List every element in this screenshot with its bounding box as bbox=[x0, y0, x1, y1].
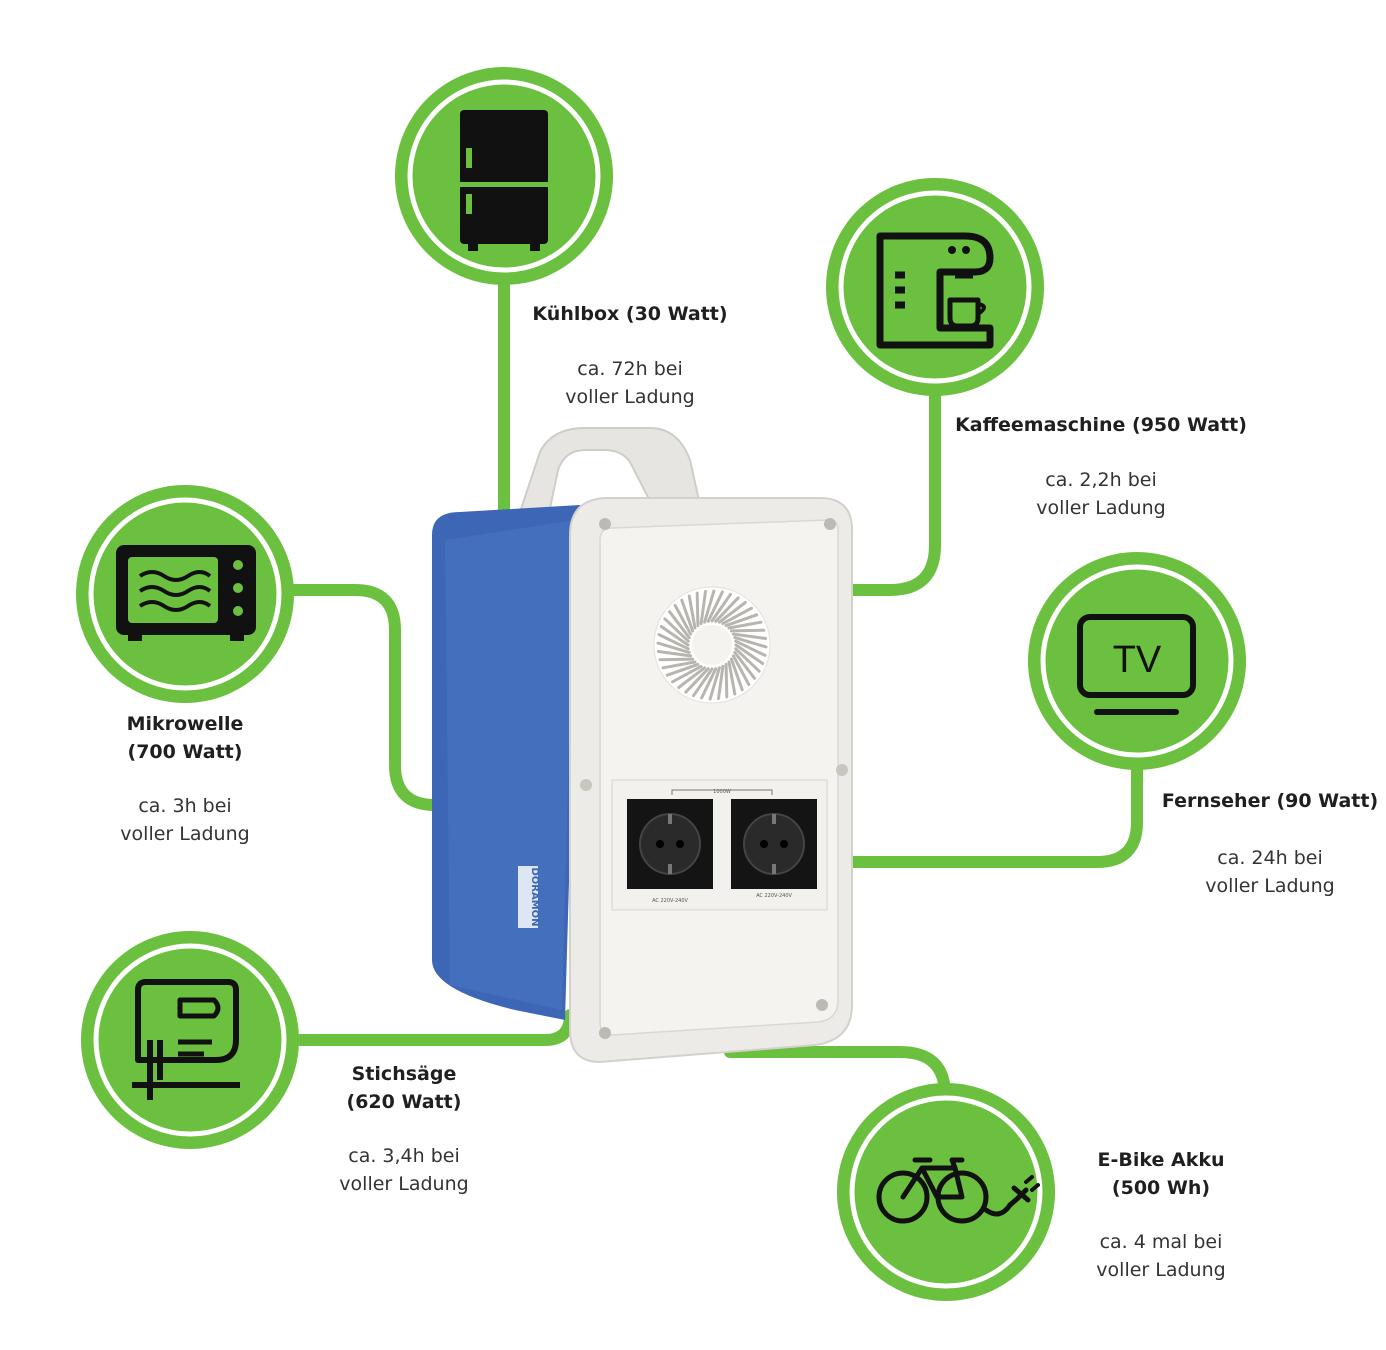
fan-slot bbox=[708, 666, 721, 701]
fan-slot bbox=[734, 643, 765, 665]
svg-text:AC 220V-240V: AC 220V-240V bbox=[756, 893, 792, 899]
label-kaffee-desc: ca. 2,2h bei voller Ladung bbox=[1036, 469, 1166, 519]
fan-slot bbox=[677, 666, 707, 689]
fan-slot bbox=[699, 589, 707, 626]
fan-slot bbox=[724, 613, 759, 628]
fan-slot bbox=[703, 589, 716, 624]
side-brand-label: DORAMON bbox=[518, 866, 540, 928]
connector-fernseher bbox=[839, 754, 1143, 868]
label-mikrowelle-title: Mikrowelle (700 Watt) bbox=[126, 713, 244, 763]
fan-slot bbox=[706, 590, 724, 623]
outlet-area: 1000W AC 220V-240V AC 220V-240V bbox=[611, 779, 828, 911]
label-fernseher-title: Fernseher (90 Watt) bbox=[1161, 790, 1379, 812]
fan-slot bbox=[668, 610, 691, 640]
fan-slot bbox=[661, 660, 697, 670]
fan-slot bbox=[734, 647, 761, 673]
microwave-icon bbox=[116, 545, 256, 641]
fan-slot bbox=[671, 664, 703, 684]
label-stichsaege-desc: ca. 3,4h bei voller Ladung bbox=[339, 1145, 469, 1195]
connector-mikrowelle bbox=[284, 584, 441, 811]
fan-slot bbox=[657, 633, 690, 651]
svg-text:1000W: 1000W bbox=[713, 789, 731, 795]
icon-circle-stichsaege bbox=[81, 931, 299, 1149]
fan-slot bbox=[663, 617, 690, 643]
fan-slot bbox=[717, 664, 725, 701]
label-ebike-title: E-Bike Akku (500 Wh) bbox=[1097, 1149, 1225, 1199]
connector-kaffee bbox=[839, 382, 941, 596]
fan-slot bbox=[733, 636, 768, 649]
connector-lines bbox=[284, 274, 1143, 1101]
svg-text:DORAMON: DORAMON bbox=[529, 867, 540, 926]
fan-grille bbox=[653, 586, 771, 704]
fan-slot bbox=[729, 657, 744, 692]
fan-slot bbox=[665, 662, 700, 677]
jigsaw-icon bbox=[132, 979, 240, 1100]
fan-slot bbox=[729, 628, 766, 633]
fan-slot bbox=[700, 667, 718, 700]
connector-stichsaege bbox=[294, 1009, 576, 1046]
label-stichsaege-title: Stichsäge (620 Watt) bbox=[346, 1063, 462, 1113]
fridge-icon bbox=[460, 110, 548, 251]
fan-slot bbox=[727, 620, 763, 630]
ebike-icon bbox=[876, 1157, 1040, 1224]
icon-circle-fernseher: TV bbox=[1028, 552, 1246, 770]
outlet-right: AC 220V-240V bbox=[731, 799, 817, 899]
fan-slot bbox=[721, 606, 753, 626]
label-ebike-desc: ca. 4 mal bei voller Ladung bbox=[1096, 1231, 1226, 1281]
icon-circle-kuehlbox bbox=[395, 67, 613, 285]
fan-slot bbox=[734, 639, 767, 657]
fan-slot bbox=[684, 667, 710, 694]
fan-slot bbox=[731, 654, 751, 686]
fan-slot bbox=[710, 592, 732, 623]
fan-slot bbox=[724, 662, 729, 699]
svg-text:AC 220V-240V: AC 220V-240V bbox=[652, 898, 688, 904]
label-kaffee-title: Kaffeemaschine (950 Watt) bbox=[955, 414, 1247, 436]
fan-slot bbox=[680, 598, 695, 633]
icon-circle-kaffee bbox=[826, 178, 1044, 396]
fan-slot bbox=[714, 596, 740, 623]
icon-circle-mikrowelle bbox=[76, 485, 294, 703]
fan-slot bbox=[656, 650, 693, 658]
tv-icon: TV bbox=[1077, 614, 1196, 715]
fan-slot bbox=[692, 667, 714, 698]
icon-circle-ebike bbox=[837, 1083, 1055, 1301]
fan-slot bbox=[727, 660, 737, 696]
fan-slot bbox=[731, 632, 768, 640]
label-fernseher-desc: ca. 24h bei voller Ladung bbox=[1205, 847, 1335, 897]
fan-slot bbox=[656, 641, 691, 654]
label-mikrowelle-desc: ca. 3h bei voller Ladung bbox=[120, 795, 250, 845]
power-station: DORAMON 1000W AC 220V-240V bbox=[432, 427, 853, 1064]
svg-text:TV: TV bbox=[1113, 639, 1162, 681]
outlet-left: AC 220V-240V bbox=[627, 799, 713, 904]
fan-slot bbox=[717, 601, 747, 624]
coffee-machine-icon bbox=[876, 232, 994, 349]
label-kuehlbox-title: Kühlbox (30 Watt) bbox=[532, 303, 728, 325]
fan-slot bbox=[733, 650, 756, 680]
fan-slot bbox=[695, 591, 700, 628]
fan-slot bbox=[658, 657, 695, 662]
label-kuehlbox-desc: ca. 72h bei voller Ladung bbox=[565, 358, 695, 408]
connector-ebike bbox=[724, 1039, 951, 1101]
fan-slot bbox=[659, 625, 690, 647]
fan-slot bbox=[687, 594, 697, 630]
fan-slot bbox=[673, 604, 693, 636]
